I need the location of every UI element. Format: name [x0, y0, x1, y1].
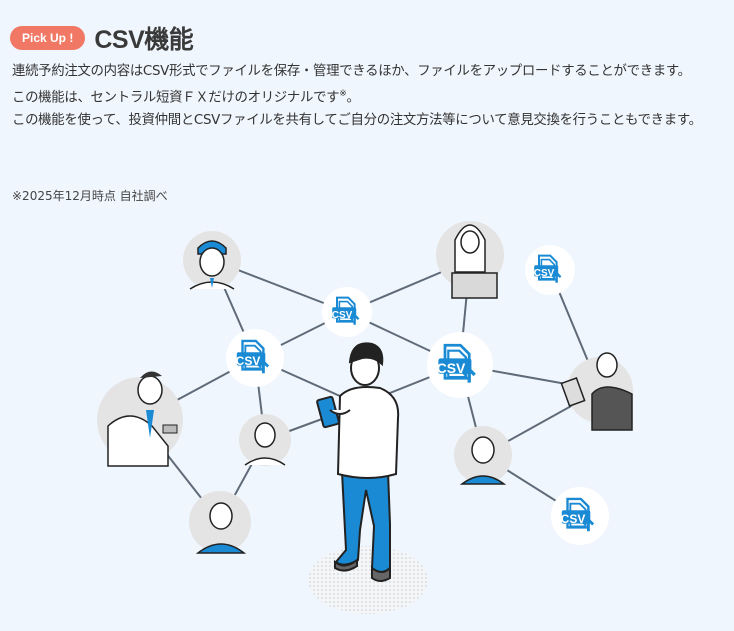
floor-shadow	[308, 546, 428, 614]
csv-label: CSV	[236, 354, 261, 368]
csv-label: CSV	[534, 268, 555, 279]
section-header: Pick Up ! CSV機能	[10, 20, 194, 56]
description-line-2: この機能は、セントラル短資ＦＸだけのオリジナルです※。	[12, 89, 360, 106]
csv-file-icon: CSV	[525, 245, 575, 295]
csv-label: CSV	[437, 360, 466, 376]
avatar-woman-blue	[189, 491, 251, 554]
footnote-mark: ※	[339, 89, 347, 99]
csv-file-icon: CSV	[551, 487, 609, 545]
csv-file-icon: CSV	[427, 332, 493, 398]
avatar-man-phone	[97, 371, 183, 467]
avatar-woman-short-hair	[239, 414, 291, 466]
avatar-woman-laptop	[436, 221, 504, 299]
description-line-1: 連続予約注文の内容はCSV形式でファイルを保存・管理できるほか、ファイルをアップ…	[12, 64, 691, 79]
avatar-man-striped	[454, 426, 512, 485]
footnote: ※2025年12月時点 自社調べ	[12, 189, 168, 203]
page-title: CSV機能	[94, 26, 194, 54]
csv-label: CSV	[561, 512, 586, 526]
description: 連続予約注文の内容はCSV形式でファイルを保存・管理できるほか、ファイルをアップ…	[12, 60, 727, 132]
avatar-man-tie	[183, 231, 241, 290]
csv-file-icon: CSV	[226, 329, 284, 387]
csv-file-icon: CSV	[322, 287, 372, 337]
avatar-man-tablet	[560, 352, 633, 431]
pickup-badge: Pick Up !	[10, 26, 86, 50]
central-person-with-tablet	[316, 342, 400, 582]
description-line-3: この機能を使って、投資仲間とCSVファイルを共有してご自分の注文方法等について意…	[12, 113, 702, 129]
csv-label: CSV	[332, 310, 353, 321]
